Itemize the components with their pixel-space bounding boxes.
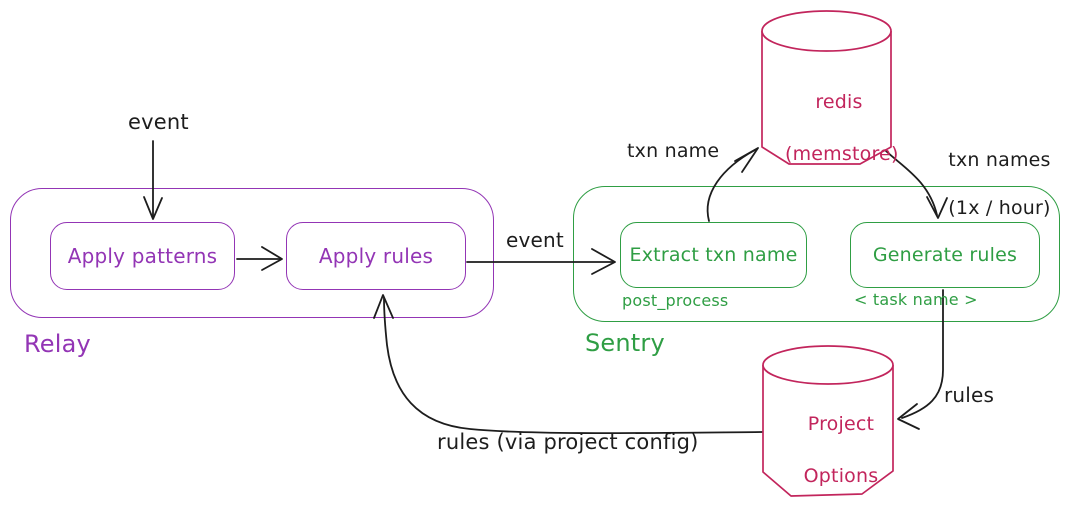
node-apply-rules: Apply rules [286,222,466,290]
edge-label-txn-name: txn name [627,140,720,162]
node-apply-patterns-label: Apply patterns [67,244,218,268]
edge-label-rules-via-project-config: rules (via project config) [437,430,699,454]
postgres-cylinder-top [762,345,894,385]
node-generate-rules: Generate rules [850,222,1040,288]
node-apply-patterns: Apply patterns [50,222,235,290]
task-name-sublabel: < task name > [854,290,978,309]
sentry-group-label: Sentry [585,329,665,357]
redis-name: redis [815,91,863,113]
postgres-line1: Project [807,413,875,435]
edge-label-event-mid: event [506,228,564,252]
node-generate-rules-label: Generate rules [872,244,1018,266]
node-extract-txn-name: Extract txn name [620,222,807,288]
redis-subtitle: (memstore) [784,143,899,165]
sentry-container [573,186,1060,322]
node-apply-rules-label: Apply rules [318,244,434,268]
edge-label-txn-names-line2: (1x / hour) [948,197,1051,219]
relay-group-label: Relay [24,330,91,358]
redis-cylinder-text: redis (memstore) [760,63,898,193]
arrowhead-extract-to-redis [734,147,759,173]
node-extract-txn-name-label: Extract txn name [629,244,798,266]
postgres-cylinder-text: Project Options (Postgres) [762,385,895,507]
edge-label-txn-names-line1: txn names [948,149,1051,171]
post-process-sublabel: post_process [622,291,729,310]
edge-label-rules: rules [944,383,995,407]
redis-cylinder-top [761,10,892,52]
relay-container [10,188,494,318]
postgres-line2: Options [803,465,879,487]
edge-label-txn-names: txn names (1x / hour) [922,124,1052,244]
edge-label-event-top: event [128,110,189,134]
arrowhead-generate-to-postgres [897,403,920,430]
